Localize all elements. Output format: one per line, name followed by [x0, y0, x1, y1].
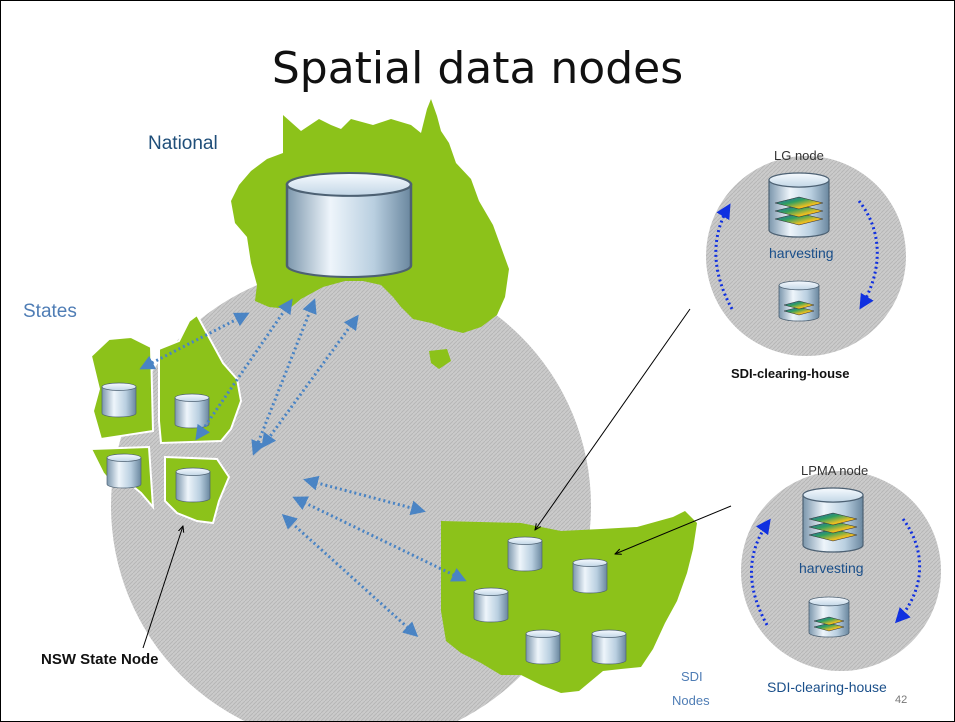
nsw-sdi-map: [441, 511, 697, 693]
states-label: States: [23, 301, 77, 322]
lpma-clearing-house-label: SDI-clearing-house: [767, 679, 887, 695]
sdi-node-database-icon: [591, 629, 627, 665]
sdi-node-database-icon: [507, 536, 543, 572]
state-database-icon: [174, 393, 210, 429]
national-database-icon: [285, 171, 413, 279]
lg-clearing-house-label: SDI-clearing-house: [731, 366, 850, 381]
national-label: National: [148, 133, 218, 154]
state-database-icon: [106, 453, 142, 489]
slide-title: Spatial data nodes: [271, 43, 684, 94]
page-number: 42: [895, 694, 908, 706]
lpma-harvesting-label: harvesting: [799, 560, 864, 576]
sdi-nodes-label-line1: SDI: [681, 669, 703, 684]
lg-harvesting-label: harvesting: [769, 245, 834, 261]
sdi-node-database-icon: [572, 558, 608, 594]
pointer-lines: [142, 308, 732, 649]
lg-node-group: [706, 156, 906, 356]
lpma-node-label: LPMA node: [801, 463, 869, 478]
sdi-nodes-label-line2: Nodes: [672, 693, 710, 708]
sdi-node-database-icon: [525, 629, 561, 665]
sdi-node-database-icon: [473, 587, 509, 623]
state-database-icon: [101, 382, 137, 418]
data-flow-arrows: [139, 298, 467, 638]
lpma-node-group: [741, 471, 941, 671]
tasmania: [429, 349, 451, 369]
nsw-state-node-label: NSW State Node: [41, 651, 159, 668]
state-database-icon: [175, 467, 211, 503]
lg-node-label: LG node: [774, 148, 824, 163]
